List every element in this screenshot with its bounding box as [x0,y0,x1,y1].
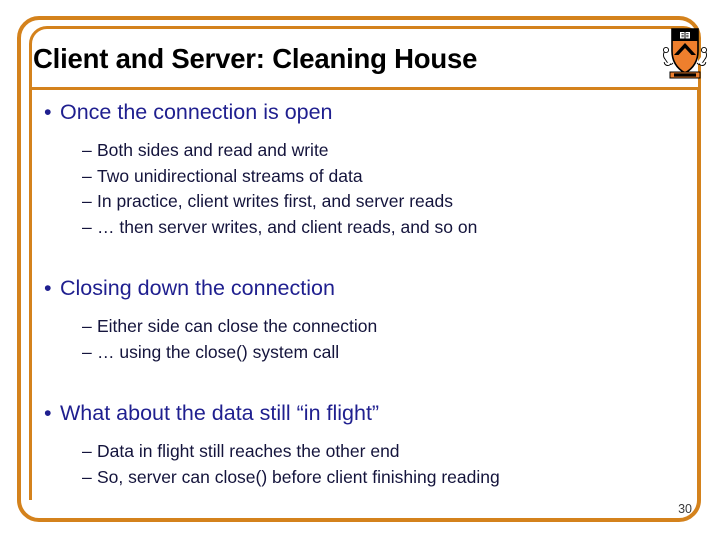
slide-title-panel [29,26,701,90]
dash-marker-icon: – [82,191,92,211]
bullet-level2-text: Both sides and read and write [97,140,329,160]
bullet-section: •Once the connection is open –Both sides… [40,98,680,240]
bullet-level1: • What about the data still “in flight” [40,399,680,428]
bullet-level2-text: In practice, client writes first, and se… [97,191,453,211]
dash-marker-icon: – [82,165,92,186]
princeton-shield-logo [661,21,709,83]
bullet-level2: –Data in flight still reaches the other … [40,439,680,465]
bullet-level1: • Closing down the connection [40,274,680,303]
bullet-level1-text: What about the data still “in flight” [60,401,380,425]
bullet-level2: –Both sides and read and write [40,138,680,164]
bullet-level2: –… using the close() system call [40,340,680,366]
bullet-level2: –In practice, client writes first, and s… [40,189,680,215]
bullet-level2: –Two unidirectional streams of data [40,164,680,190]
bullet-level2-text: So, server can close() before client fin… [97,466,500,487]
dash-marker-icon: – [82,216,92,237]
slide-body: •Once the connection is open –Both sides… [40,98,680,488]
bullet-level1-text: Closing down the connection [60,276,335,300]
bullet-level2-text: Data in flight still reaches the other e… [97,441,400,461]
bullet-section: • Closing down the connection –Either sid… [40,274,680,365]
slide-outer-frame [17,16,701,522]
page-number: 30 [678,502,692,516]
bullet-marker-icon: • [44,100,52,124]
spacer [40,254,680,274]
spacer [40,303,680,314]
dash-marker-icon: – [82,341,92,362]
slide-title: Client and Server: Cleaning House [33,43,478,74]
dash-marker-icon: – [82,466,92,487]
spacer [40,379,680,399]
bullet-level2: –Either side can close the connection [40,314,680,340]
spacer [40,428,680,439]
bullet-level2-text: … then server writes, and client reads, … [97,216,478,237]
bullet-level1-text: Once the connection is open [60,100,333,124]
bullet-level2: –So, server can close() before client fi… [40,465,680,491]
slide-left-rail [29,88,32,500]
bullet-level2-text: Two unidirectional streams of data [97,165,363,186]
bullet-level2-text: … using the close() system call [97,341,340,362]
bullet-level2: –… then server writes, and client reads,… [40,215,680,241]
bullet-level1: • Once the connection is open [40,98,680,127]
spacer [40,127,680,138]
dash-marker-icon: – [82,441,92,461]
bullet-marker-icon: • [44,276,52,300]
bullet-marker-icon: • [44,401,52,425]
dash-marker-icon: – [82,140,92,160]
bullet-section: • What about the data still “in flight” –… [40,399,680,490]
dash-marker-icon: – [82,316,92,336]
bullet-level2-text: Either side can close the connection [97,316,378,336]
